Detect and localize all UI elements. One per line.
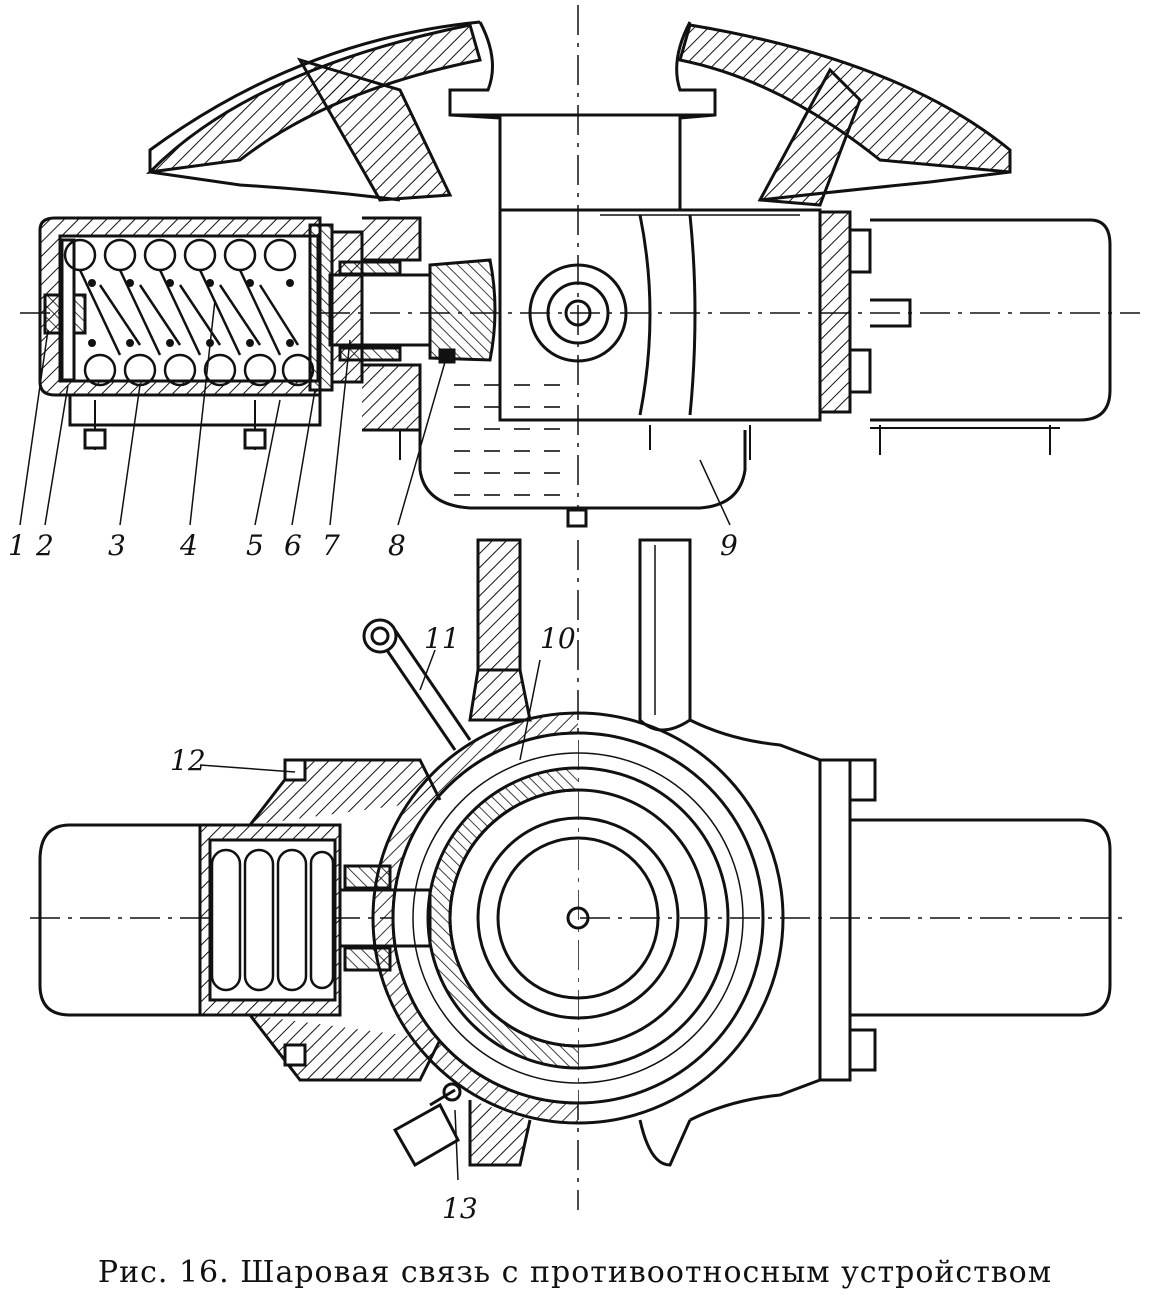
- ball-socket: [428, 258, 497, 364]
- central-pin: [448, 21, 717, 212]
- spring-housing: [38, 216, 322, 450]
- label-9: 9: [720, 529, 738, 562]
- ring-housing: [371, 711, 785, 1125]
- grease-fitting: [392, 1082, 462, 1168]
- label-4: 4: [179, 529, 198, 562]
- label-6: 6: [284, 529, 302, 562]
- label-12: 12: [170, 744, 206, 777]
- coupler-body: [498, 208, 822, 422]
- bottom-spring-coils: [210, 848, 335, 992]
- label-3: 3: [108, 529, 126, 562]
- top-part-labels: 1 2 3 4 5 6 7 8 9: [8, 529, 738, 562]
- label-7: 7: [322, 529, 340, 562]
- bottom-leader-lines: [199, 649, 541, 1181]
- label-11: 11: [424, 622, 460, 655]
- top-leader-lines: [19, 299, 731, 526]
- lower-jaw: [468, 1100, 692, 1167]
- label-5: 5: [246, 529, 264, 562]
- right-cylinder-bottom: [689, 718, 1112, 1122]
- left-spring-cylinder: [38, 758, 442, 1082]
- right-buffer-cylinder: [818, 210, 1112, 455]
- label-1: 1: [8, 529, 26, 562]
- label-10: 10: [540, 622, 576, 655]
- oil-bath: [418, 372, 747, 528]
- piston-and-rod: [308, 216, 432, 432]
- label-13: 13: [442, 1192, 478, 1225]
- top-section-view: [20, 5, 1140, 528]
- label-2: 2: [35, 529, 54, 562]
- upper-jaw-prongs: [468, 538, 692, 732]
- bottom-plan-view: [30, 538, 1130, 1210]
- coupler-head-casting: [145, 20, 1012, 207]
- label-8: 8: [388, 529, 406, 562]
- lever-arm: [362, 618, 472, 751]
- bottom-part-labels: 10 11 12 13: [170, 622, 576, 1225]
- figure-caption: Рис. 16. Шаровая связь с противоотносным…: [98, 1255, 1052, 1290]
